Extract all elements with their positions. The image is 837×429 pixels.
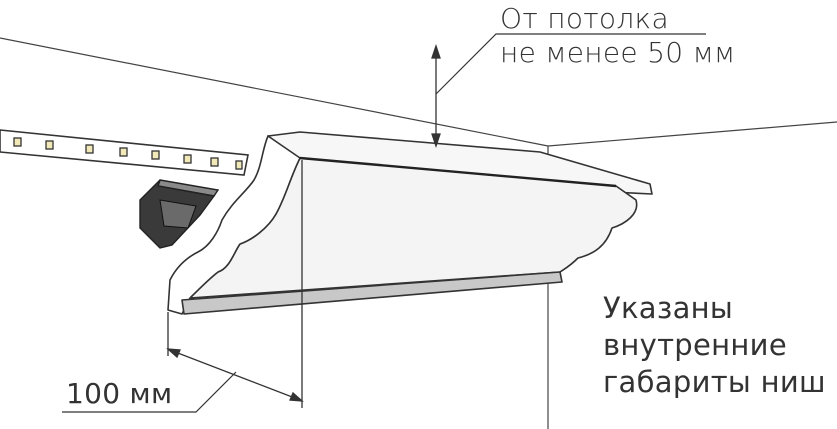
led-chips xyxy=(13,137,243,170)
width-dimension-label: 100 мм xyxy=(66,377,173,410)
profile-inner xyxy=(159,199,197,229)
led-chip xyxy=(13,137,22,147)
cornice-side-face xyxy=(167,135,301,315)
clearance-leader xyxy=(435,33,706,95)
led-chip xyxy=(235,160,243,170)
led-chip xyxy=(151,150,160,160)
aluminium-profile xyxy=(139,179,220,249)
dimensions-note: Указаны внутренние габариты ниш xyxy=(603,290,826,401)
cornice-bottom-flange xyxy=(181,271,563,315)
ceiling-wall-line xyxy=(0,37,549,147)
led-chip xyxy=(45,140,54,150)
clearance-note-line1: От потолка xyxy=(500,2,669,35)
led-chip xyxy=(210,157,219,167)
clearance-note-line2: не менее 50 мм xyxy=(500,36,736,69)
width-dimension xyxy=(62,160,304,413)
led-strip xyxy=(0,129,249,176)
led-chip xyxy=(183,154,192,164)
clearance-arrow-head-top xyxy=(431,43,441,59)
cornice-top-groove xyxy=(299,156,617,188)
led-chip xyxy=(85,144,94,154)
clearance-note: От потолка не менее 50 мм xyxy=(500,2,735,70)
width-dimension-line xyxy=(169,349,301,401)
dimensions-note-line3: габариты ниш xyxy=(603,365,826,399)
led-chip xyxy=(119,147,128,157)
clearance-arrow-head-bottom xyxy=(431,133,441,149)
width-arrow-head-left xyxy=(166,348,181,359)
width-leader xyxy=(62,371,237,413)
dimensions-note-line1: Указаны xyxy=(603,291,734,325)
clearance-dimension xyxy=(431,33,706,149)
width-arrow-head-right xyxy=(289,391,304,402)
ceiling-right-line xyxy=(547,121,837,147)
dimensions-note-line2: внутренние xyxy=(603,328,787,362)
